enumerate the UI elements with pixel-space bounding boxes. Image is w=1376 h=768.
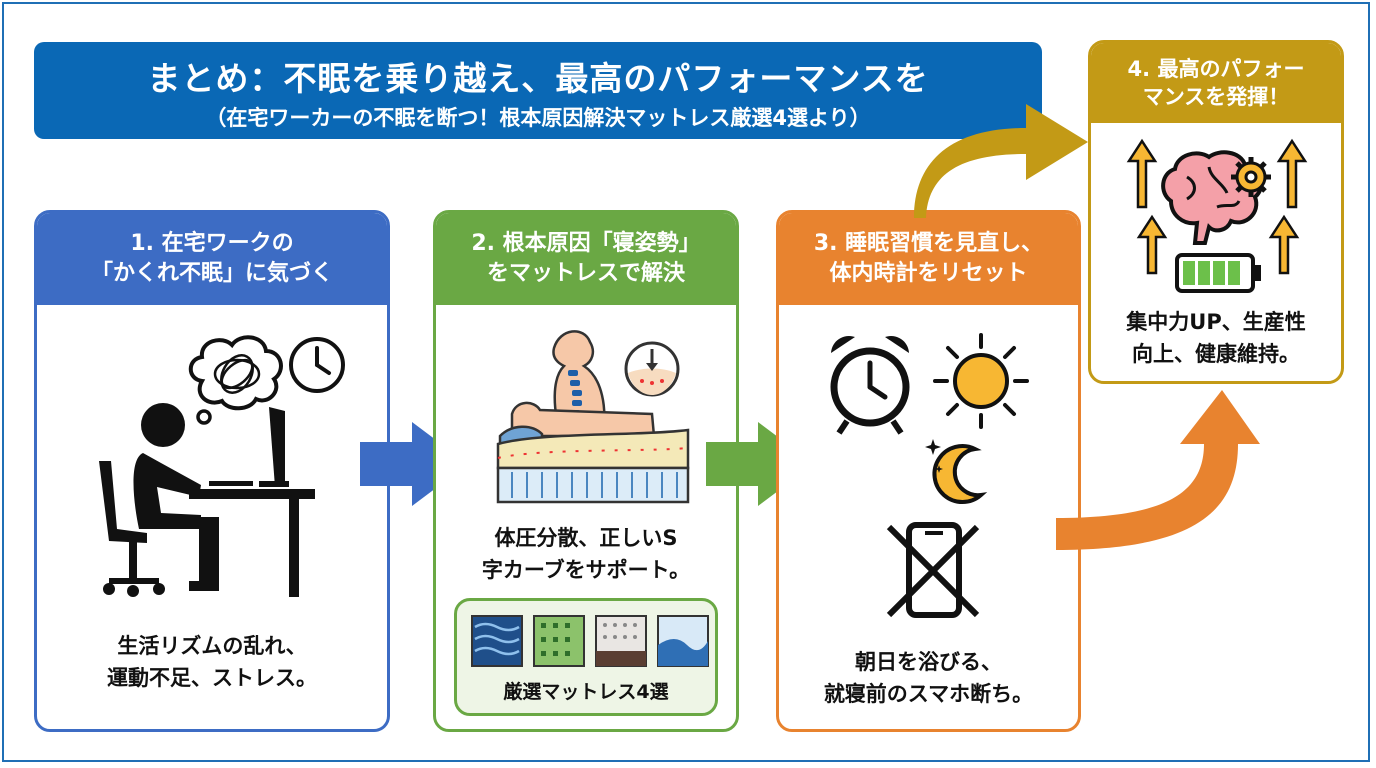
spine-mattress-icon — [496, 330, 690, 504]
mattress-swatch-3 — [595, 615, 647, 667]
header-banner: まとめ：不眠を乗り越え、最高のパフォーマンスを （在宅ワーカーの不眠を断つ！根本… — [34, 42, 1042, 139]
mattress-swatch-2 — [533, 615, 585, 667]
step-heading-4: 4. 最高のパフォー マンスを発揮！ — [1091, 43, 1341, 123]
mattress-picks-badge: 厳選マットレス4選 — [454, 598, 718, 716]
step-desc-2: 体圧分散、正しいS 字カーブをサポート。 — [481, 526, 691, 582]
alarm-clock-icon — [830, 335, 910, 435]
worried-thought-icon — [188, 335, 283, 425]
step-card-4: 4. 最高のパフォー マンスを発揮！ 集中力UP、生産性 — [1088, 40, 1344, 384]
brain-gear-icon — [1161, 150, 1271, 245]
step-desc-1: 生活リズムの乱れ、 運動不足、ストレス。 — [107, 634, 317, 690]
clock-icon — [289, 337, 345, 393]
battery-icon — [1175, 253, 1261, 293]
mattress-swatch-4 — [657, 615, 709, 667]
flow-arrow-4 — [1056, 390, 1260, 550]
up-arrow-icon — [1276, 138, 1308, 209]
pressure-gauge-icon — [624, 341, 680, 397]
step-desc-4: 集中力UP、生産性 向上、健康維持。 — [1126, 310, 1306, 366]
page-title: まとめ：不眠を乗り越え、最高のパフォーマンスを — [147, 59, 929, 98]
step-card-2: 2. 根本原因「寝姿勢」 をマットレスで解決 体圧分散、正しいS 字カーブをサ — [433, 210, 739, 732]
step-heading-2: 2. 根本原因「寝姿勢」 をマットレスで解決 — [436, 213, 736, 305]
up-arrow-icon — [1126, 138, 1158, 209]
flow-arrow-1 — [360, 422, 468, 506]
sun-icon — [933, 333, 1029, 429]
step-heading-3: 3. 睡眠習慣を見直し、 体内時計をリセット — [779, 213, 1078, 305]
step-heading-1: 1. 在宅ワークの 「かくれ不眠」に気づく — [37, 213, 387, 305]
step-desc-3: 朝日を浴びる、 就寝前のスマホ断ち。 — [823, 650, 1034, 706]
step-card-1: 1. 在宅ワークの 「かくれ不眠」に気づく 生活リズムの乱れ、 運動不足、ストレ… — [34, 210, 390, 732]
mattress-swatch-1 — [471, 615, 523, 667]
desk-worker-icon — [99, 403, 315, 597]
page-subtitle: （在宅ワーカーの不眠を断つ！根本原因解決マットレス厳選4選より） — [205, 106, 871, 130]
flow-arrow-2 — [706, 422, 814, 506]
up-arrow-icon — [1268, 214, 1300, 275]
no-phone-icon — [886, 522, 980, 618]
step-card-3: 3. 睡眠習慣を見直し、 体内時計をリセット 朝日を浴びる、 就寝前のスマホ断ち… — [776, 210, 1081, 732]
flow-arrow-3 — [914, 104, 1088, 218]
moon-stars-icon — [925, 439, 988, 504]
mattress-picks-label: 厳選マットレス4選 — [503, 681, 669, 703]
up-arrow-icon — [1136, 214, 1168, 275]
